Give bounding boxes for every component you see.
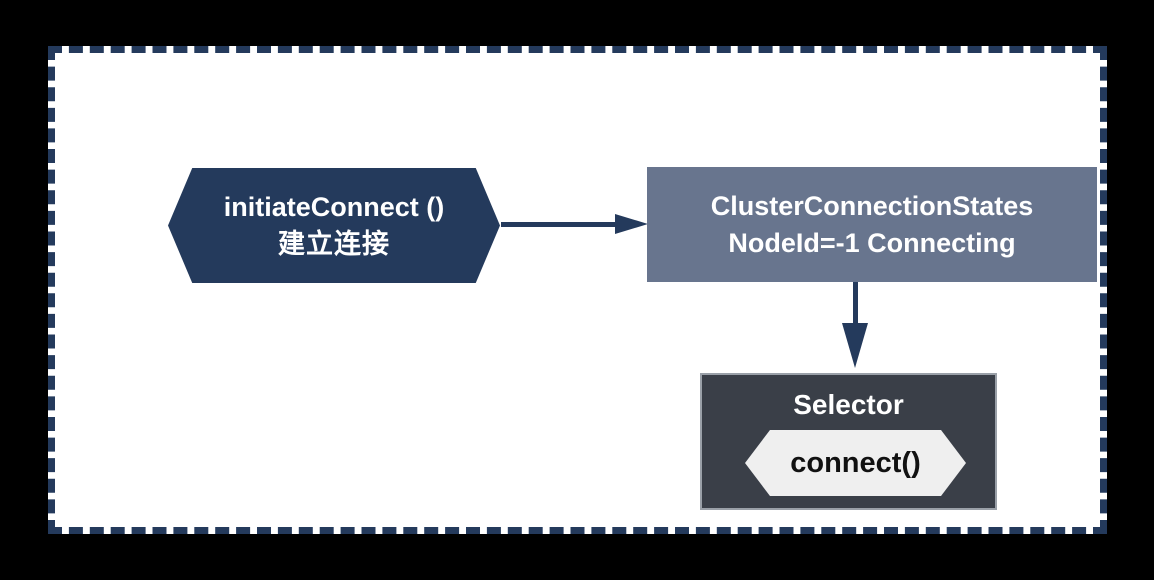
edge-cluster-to-selector-line bbox=[853, 282, 858, 325]
cluster-connection-states-sublabel: NodeId=-1 Connecting bbox=[728, 227, 1016, 258]
connect-method-label: connect() bbox=[790, 446, 921, 479]
arrow-right-icon bbox=[615, 214, 648, 234]
node-selector-connect-method: connect() bbox=[745, 430, 966, 496]
selector-title: Selector bbox=[793, 389, 904, 420]
arrow-down-icon bbox=[842, 323, 868, 368]
edge-initiate-to-cluster-line bbox=[501, 222, 617, 227]
cluster-connection-states-label: ClusterConnectionStates bbox=[710, 190, 1034, 221]
diagram-canvas: initiateConnect () 建立连接 ClusterConnectio… bbox=[48, 46, 1107, 534]
node-cluster-connection-states: ClusterConnectionStates NodeId=-1 Connec… bbox=[647, 167, 1097, 282]
node-selector: Selector connect() bbox=[700, 373, 997, 510]
initiate-connect-label: initiateConnect () bbox=[223, 191, 445, 222]
node-initiate-connect: initiateConnect () 建立连接 bbox=[168, 168, 500, 283]
initiate-connect-sublabel: 建立连接 bbox=[278, 228, 390, 259]
